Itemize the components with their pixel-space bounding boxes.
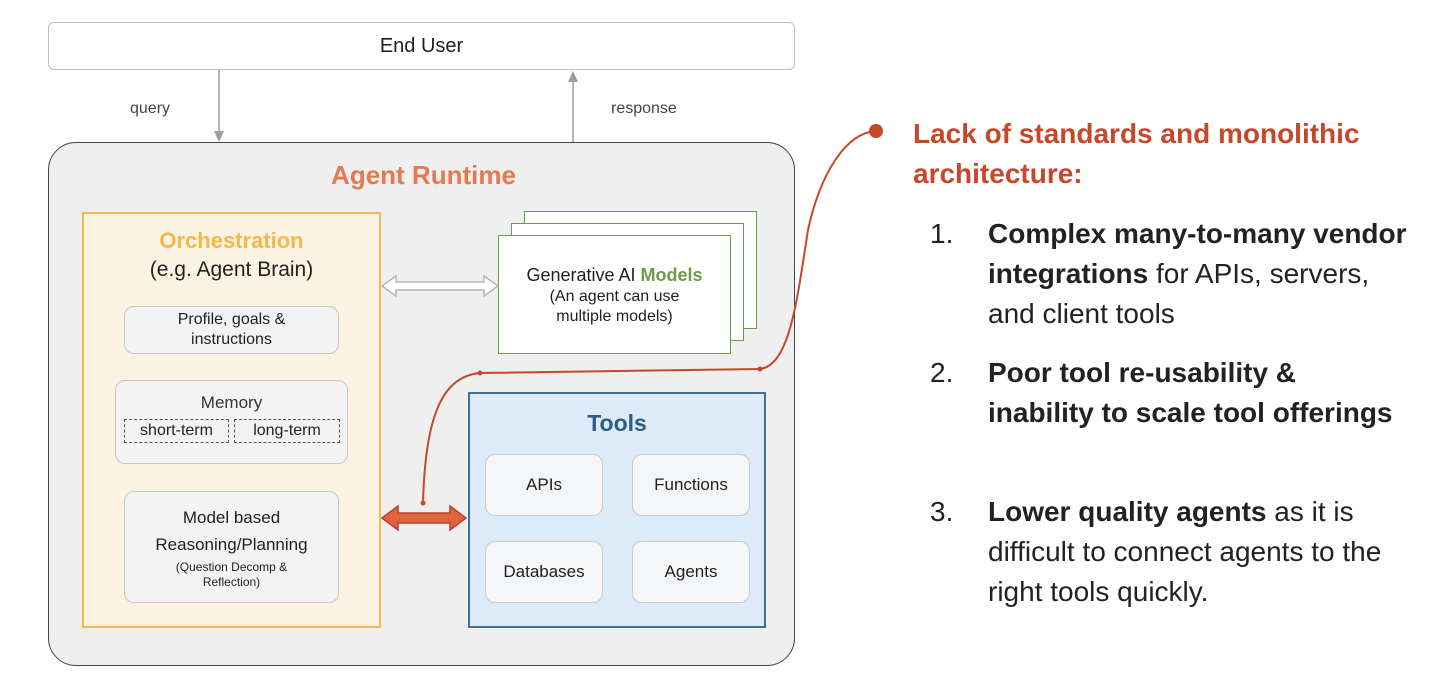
models-subtitle: (An agent can use multiple models) [549, 287, 680, 325]
models-card: Generative AI Models (An agent can use m… [498, 235, 731, 354]
list-item: 1. Complex many-to-many vendor integrati… [930, 214, 1410, 334]
models-title-highlight: Models [640, 264, 703, 285]
models-title: Generative AI Models [526, 263, 702, 287]
long-term-memory: long-term [234, 419, 340, 443]
memory-card: Memory short-term long-term [115, 380, 348, 464]
side-heading: Lack of standards and monolithic archite… [913, 118, 1360, 189]
orchestration-models-arrow [380, 274, 500, 298]
list-item-text: as it is difficult to connect agents to … [988, 496, 1382, 607]
callout-dot [869, 124, 883, 138]
agent-runtime-title: Agent Runtime [331, 160, 516, 190]
response-label: response [611, 100, 677, 117]
memory-title: Memory [200, 393, 263, 412]
list-item-number: 2. [930, 357, 954, 388]
models-title-prefix: Generative AI [526, 264, 641, 285]
orchestration-title: Orchestration [159, 228, 304, 253]
end-user-box: End User [48, 22, 795, 70]
list-item-number: 1. [930, 218, 954, 249]
orchestration-subtitle: (e.g. Agent Brain) [149, 258, 314, 281]
list-item-number: 3. [930, 496, 954, 527]
tools-title: Tools [587, 410, 647, 436]
list-item-text: for APIs, servers, and client tools [988, 258, 1370, 329]
tool-functions: Functions [632, 454, 750, 516]
query-arrow [214, 70, 224, 142]
reasoning-sublabel: (Question Decomp & Reflection) [175, 560, 288, 589]
response-arrow [568, 71, 578, 142]
query-label: query [130, 100, 171, 117]
reasoning-card: Model based Reasoning/Planning (Question… [124, 491, 339, 603]
profile-label: Profile, goals & instructions [177, 311, 286, 348]
profile-card: Profile, goals & instructions [124, 306, 339, 354]
list-item-bold: Lower quality agents [988, 496, 1267, 527]
list-item: 2. Poor tool re-usability & inability to… [930, 353, 1410, 473]
tool-databases: Databases [485, 541, 603, 603]
end-user-label: End User [379, 34, 464, 57]
tool-agents: Agents [632, 541, 750, 603]
orchestration-tools-arrow [380, 504, 468, 532]
list-item: 3. Lower quality agents as it is difficu… [930, 492, 1410, 612]
tool-apis: APIs [485, 454, 603, 516]
list-item-bold: Poor tool re-usability & inability to sc… [988, 357, 1393, 428]
list-item-bold: Complex many-to-many vendor integrations [988, 218, 1407, 289]
reasoning-label: Model based Reasoning/Planning [155, 508, 308, 554]
short-term-memory: short-term [124, 419, 229, 443]
